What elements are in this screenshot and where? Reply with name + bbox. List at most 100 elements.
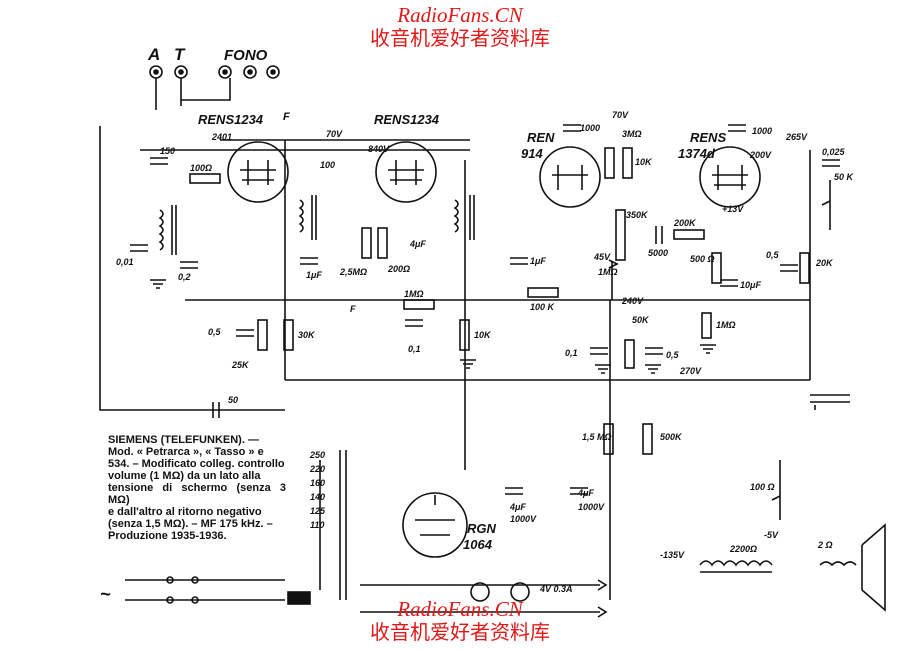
label-v270: 270V — [679, 366, 702, 376]
top-bus-wire — [140, 139, 470, 151]
label-tap-0: 250 — [309, 450, 325, 460]
label-terminal-fono: FONO — [224, 47, 268, 64]
loudspeaker — [819, 523, 886, 612]
pilot-lamp-2 — [510, 582, 530, 602]
capacitor-01-a — [590, 347, 608, 355]
label-tube-rect-l2: 1064 — [463, 537, 493, 552]
label-r200: 200Ω — [387, 264, 410, 274]
label-c01-a: 0,1 — [565, 348, 578, 358]
label-c1uf-b: 1μF — [530, 256, 546, 266]
label-lamp: 4V 0.3A — [539, 584, 573, 594]
resistor-200ohm — [377, 227, 388, 259]
capacitor-10uf — [720, 279, 738, 287]
capacitor-1000-a — [563, 124, 581, 132]
label-c05-b: 0,5 — [666, 350, 680, 360]
if-transformer-2 — [453, 195, 475, 240]
label-r1m-a: 1MΩ — [598, 267, 618, 277]
label-r15m: 1,5 MΩ — [582, 432, 612, 442]
capacitor-4uf-a — [505, 487, 523, 495]
heater-wires — [360, 584, 600, 613]
label-c4uf-a-v: 1000V — [510, 514, 537, 524]
tone-pot-50k — [821, 180, 831, 230]
resistor-100k — [527, 287, 559, 298]
label-tube-v1: RENS1234 — [198, 112, 264, 127]
capacitor-01-b — [405, 319, 423, 327]
pilot-lamp-1 — [470, 582, 490, 602]
resistor-1m-c — [403, 299, 435, 310]
label-r350k: 350K — [626, 210, 649, 220]
label-v70b: 70V — [612, 110, 629, 120]
label-r20k: 20K — [815, 258, 834, 268]
caption-line-5: tensione di schermo (senza 3 MΩ) — [108, 482, 286, 506]
watermark-site-bottom: RadioFans.CN — [397, 597, 523, 621]
resistor-2-5m — [361, 227, 372, 259]
capacitor-1uf-a — [300, 257, 318, 265]
resistor-1-5m — [603, 423, 614, 455]
terminal-fono-1 — [218, 65, 232, 79]
terminal-fono-3 — [266, 65, 280, 79]
tube-rgn1064 — [402, 492, 468, 558]
hum-pot-100ohm — [771, 460, 781, 520]
left-feed-wire — [99, 126, 285, 411]
label-tube-v3-l2: 914 — [521, 146, 543, 161]
terminal-a — [149, 65, 163, 79]
capacitor-05-a — [780, 264, 798, 272]
label-tube-v2: RENS1234 — [374, 112, 440, 127]
resistor-100ohm — [189, 173, 221, 184]
output-transformer — [810, 394, 850, 410]
label-mains-symbol: ~ — [100, 584, 111, 604]
label-tube-rect-l1: RGN — [467, 521, 497, 536]
label-v13: +13V — [722, 204, 744, 214]
resistor-500ohm — [711, 252, 722, 284]
label-v135: -135V — [660, 550, 685, 560]
terminal-t — [174, 65, 188, 79]
label-c0025: 0,025 — [822, 147, 846, 157]
label-r100: 100Ω — [190, 163, 212, 173]
label-v5: -5V — [764, 530, 779, 540]
capacitor-05-c — [236, 329, 254, 337]
watermark-site: RadioFans.CN — [397, 3, 523, 27]
tube-rens1234-a — [227, 141, 289, 203]
label-tap-5: 110 — [310, 520, 324, 530]
caption-line-2: Mod. « Petrarca », « Tasso » e — [108, 446, 264, 458]
caption-line-8: Produzione 1935-1936. — [108, 530, 227, 542]
label-c1000-a: 1000 — [580, 123, 600, 133]
label-v70a: 70V — [326, 129, 343, 139]
label-c1uf-a: 1μF — [306, 270, 322, 280]
label-tap-1: 220 — [309, 464, 325, 474]
ground-symbol-4 — [700, 344, 716, 354]
label-c4uf-small: 4μF — [409, 239, 426, 249]
label-c50: 50 — [228, 395, 238, 405]
ground-symbol-1 — [150, 279, 166, 289]
caption-line-3: 534. – Modificato colleg. controllo — [108, 458, 285, 470]
label-c02: 0,2 — [178, 272, 191, 282]
label-c5000: 5000 — [648, 248, 668, 258]
label-v45: 45V — [593, 252, 611, 262]
label-r1m-c: 1MΩ — [404, 289, 424, 299]
capacitor-1uf-b — [510, 257, 528, 265]
ground-symbol-5 — [460, 359, 476, 369]
tube-rens1374d — [699, 146, 761, 208]
resistor-1m-b — [701, 312, 712, 339]
label-c001: 0,01 — [116, 257, 134, 267]
label-f-mid: F — [350, 304, 356, 314]
resistor-350k — [615, 209, 626, 261]
label-r500k: 500K — [660, 432, 683, 442]
label-r30k: 30K — [298, 330, 316, 340]
label-c4uf-a: 4μF — [509, 502, 526, 512]
label-c05-a: 0,5 — [766, 250, 780, 260]
tube-rens1234-b — [375, 141, 437, 203]
label-tap-4: 125 — [310, 506, 326, 516]
label-terminal-t: T — [174, 45, 186, 64]
caption-line-6: e dall'altro al ritorno negativo — [108, 506, 262, 518]
watermark-chinese: 收音机爱好者资料库 — [370, 26, 550, 50]
watermark-chinese-bottom: 收音机爱好者资料库 — [370, 620, 550, 644]
capacitor-0025 — [822, 159, 840, 167]
label-v2401: 2401 — [211, 132, 232, 142]
resistor-30k — [283, 319, 294, 351]
label-tap-3: 140 — [310, 492, 325, 502]
resistor-200k — [673, 229, 705, 240]
label-c100: 100 — [320, 160, 335, 170]
label-r3m: 3MΩ — [622, 129, 642, 139]
